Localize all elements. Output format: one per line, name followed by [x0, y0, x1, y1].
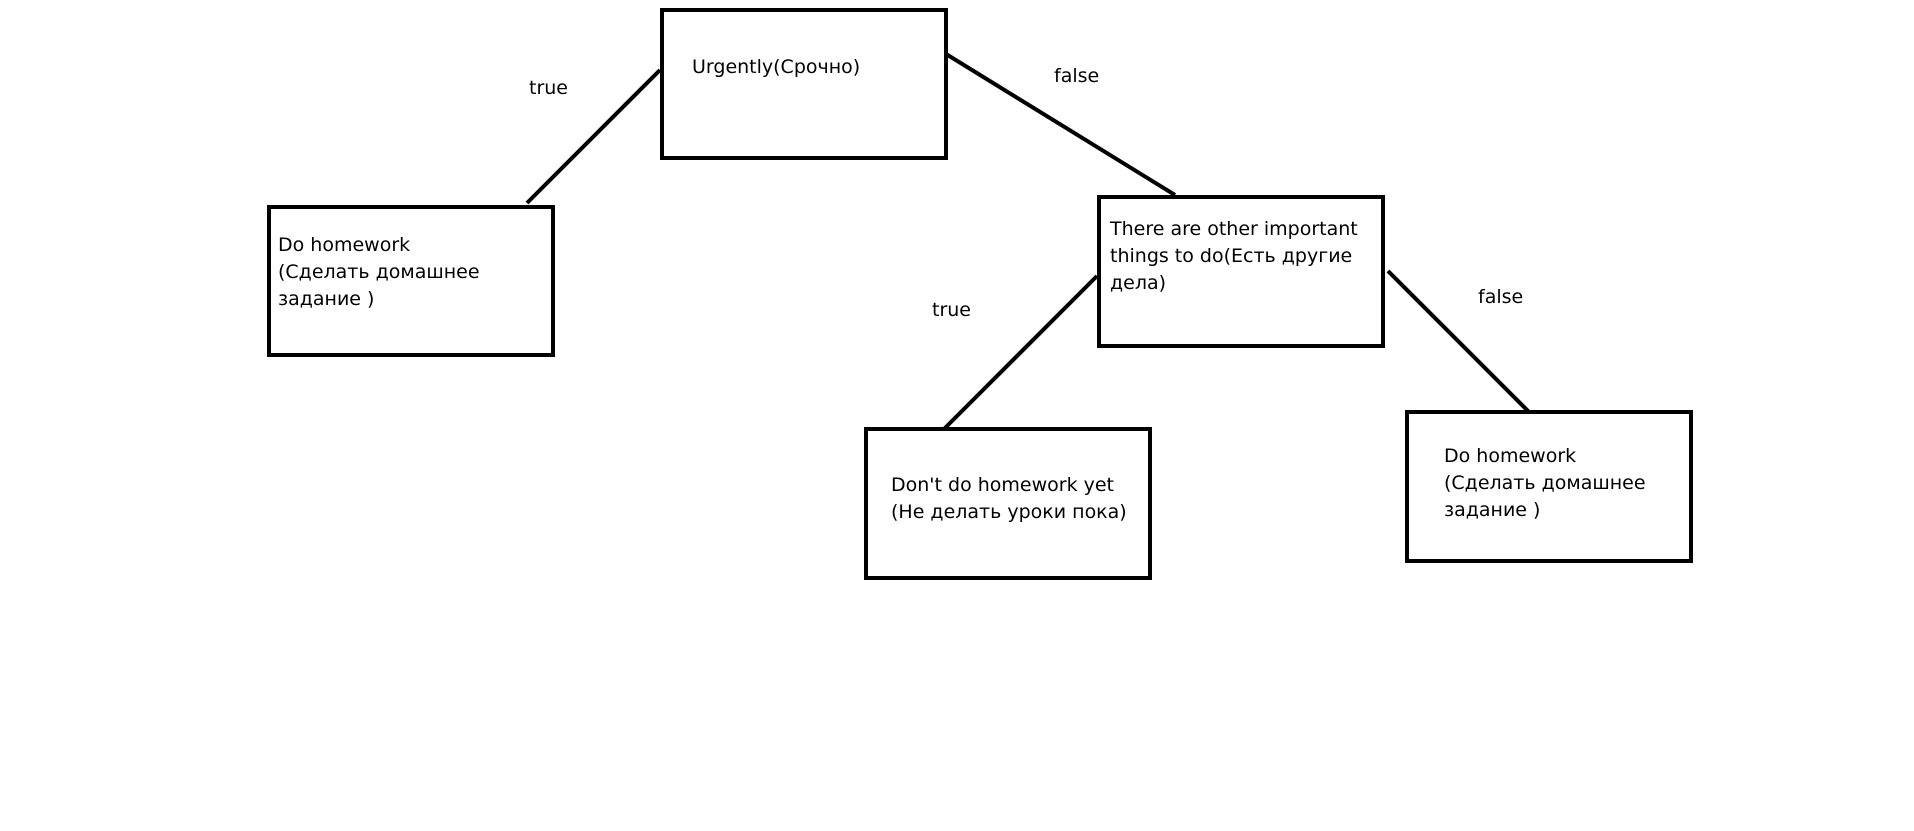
edge-other-false-line: [1386, 269, 1533, 416]
node-do-homework-left-line-3: задание ): [278, 288, 375, 310]
node-urgently: [660, 8, 948, 160]
edge-root-true-line: [525, 68, 662, 205]
node-do-homework-left-line-2: (Сделать домашнее: [278, 261, 480, 283]
edge-root-false-label: false: [1054, 65, 1100, 87]
node-urgently-line-1: Urgently(Срочно): [692, 56, 861, 78]
node-dont-do-homework-line-1: Don't do homework yet: [891, 474, 1114, 496]
node-other-important-things-line-2: things to do(Есть другие: [1110, 245, 1353, 267]
node-do-homework-left: [267, 205, 555, 357]
edge-root-true-label: true: [529, 77, 568, 99]
node-do-homework-right-line-1: Do homework: [1444, 445, 1577, 467]
node-dont-do-homework: [864, 427, 1152, 580]
edge-other-false-label: false: [1478, 286, 1524, 308]
node-do-homework-left-line-1: Do homework: [278, 234, 411, 256]
node-other-important-things-line-3: дела): [1110, 272, 1167, 294]
edge-other-true-label: true: [932, 299, 971, 321]
node-do-homework-right-line-2: (Сделать домашнее: [1444, 472, 1646, 494]
node-do-homework-right: [1405, 410, 1693, 563]
node-other-important-things: [1097, 195, 1385, 348]
edge-other-true-line: [940, 274, 1099, 433]
node-other-important-things-line-1: There are other important: [1110, 218, 1358, 240]
edge-root-false-line: [944, 52, 1177, 197]
node-do-homework-right-line-3: задание ): [1444, 499, 1541, 521]
node-dont-do-homework-line-2: (Не делать уроки пока): [891, 501, 1127, 523]
